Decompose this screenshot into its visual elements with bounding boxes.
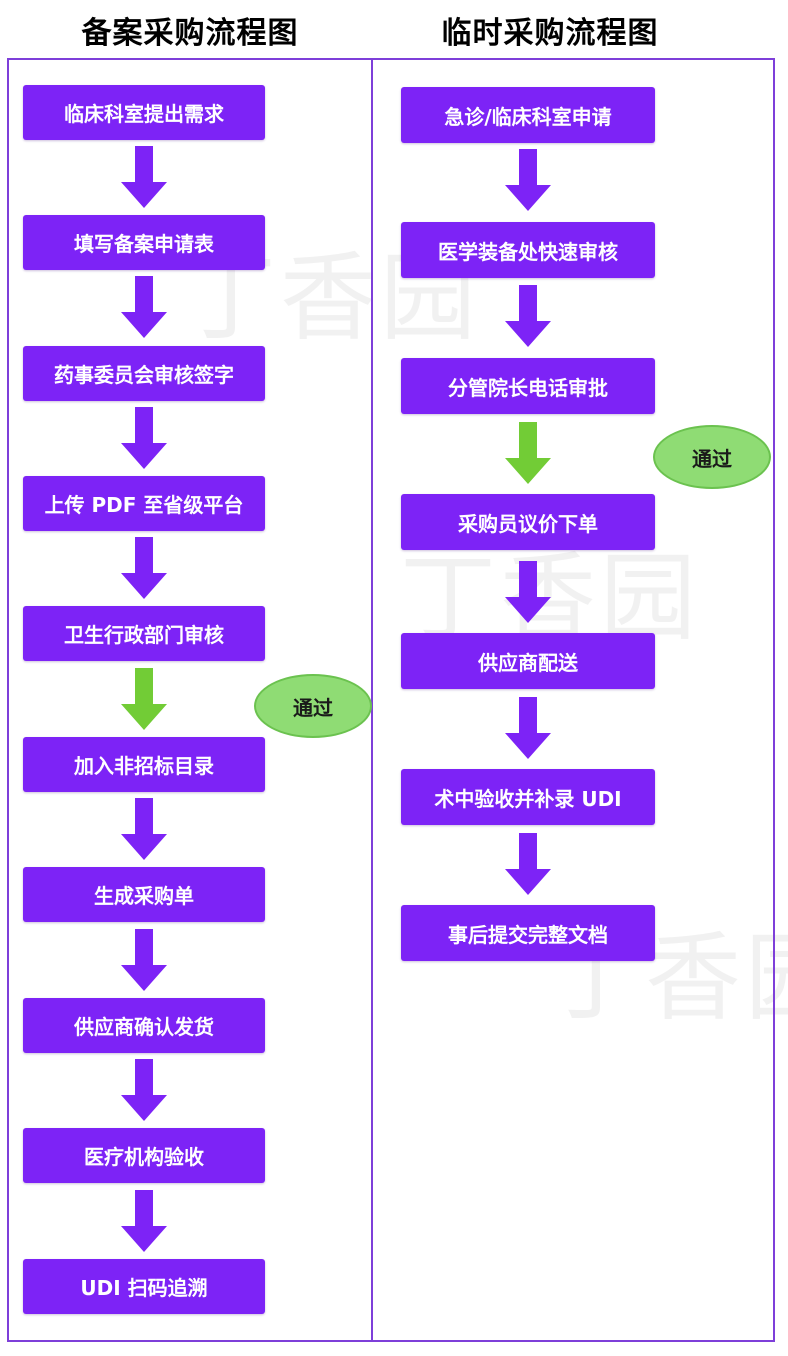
- down-arrow-icon: [119, 276, 169, 338]
- left-step-6: 加入非招标目录: [23, 737, 265, 792]
- left-step-1: 临床科室提出需求: [23, 85, 265, 140]
- down-arrow-icon: [503, 561, 553, 623]
- right-step-1: 急诊/临床科室申请: [401, 87, 655, 143]
- approval-badge: 通过: [653, 425, 771, 489]
- down-arrow-icon: [503, 285, 553, 347]
- right-flow-title: 临时采购流程图: [441, 16, 659, 51]
- down-arrow-icon: [503, 833, 553, 895]
- left-step-2: 填写备案申请表: [23, 215, 265, 270]
- right-step-5: 供应商配送: [401, 633, 655, 689]
- down-arrow-icon: [119, 1190, 169, 1252]
- left-step-10: UDI 扫码追溯: [23, 1259, 265, 1314]
- left-step-9: 医疗机构验收: [23, 1128, 265, 1183]
- approval-arrow-icon: [119, 668, 169, 730]
- column-divider: [371, 58, 373, 1342]
- approval-badge: 通过: [254, 674, 372, 738]
- right-step-3: 分管院长电话审批: [401, 358, 655, 414]
- down-arrow-icon: [503, 697, 553, 759]
- approval-arrow-icon: [503, 422, 553, 484]
- left-step-8: 供应商确认发货: [23, 998, 265, 1053]
- right-step-2: 医学装备处快速审核: [401, 222, 655, 278]
- left-flow-title: 备案采购流程图: [81, 16, 299, 51]
- diagram-frame: [7, 58, 775, 1342]
- down-arrow-icon: [119, 407, 169, 469]
- down-arrow-icon: [503, 149, 553, 211]
- right-step-4: 采购员议价下单: [401, 494, 655, 550]
- down-arrow-icon: [119, 1059, 169, 1121]
- down-arrow-icon: [119, 929, 169, 991]
- down-arrow-icon: [119, 146, 169, 208]
- down-arrow-icon: [119, 537, 169, 599]
- right-step-6: 术中验收并补录 UDI: [401, 769, 655, 825]
- left-step-4: 上传 PDF 至省级平台: [23, 476, 265, 531]
- down-arrow-icon: [119, 798, 169, 860]
- left-step-3: 药事委员会审核签字: [23, 346, 265, 401]
- right-step-7: 事后提交完整文档: [401, 905, 655, 961]
- left-step-5: 卫生行政部门审核: [23, 606, 265, 661]
- left-step-7: 生成采购单: [23, 867, 265, 922]
